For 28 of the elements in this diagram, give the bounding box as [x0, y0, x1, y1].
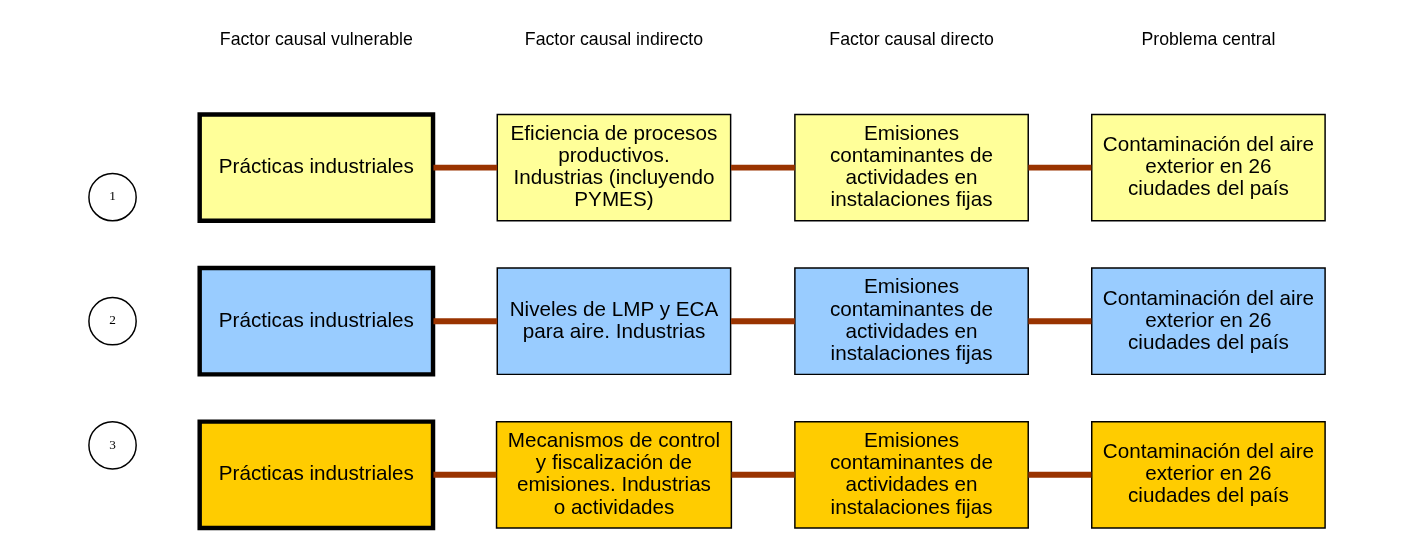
connector: [731, 471, 795, 478]
node-box: Emisiones contaminantes de actividades en instalaciones fijas: [794, 267, 1029, 376]
node-box: Prácticas industriales: [197, 265, 436, 377]
label: Factor causal indirecto: [524, 29, 704, 50]
connector: [731, 318, 795, 325]
node-box: Eficiencia de procesos productivos. Industrias (incluyendo PYMES): [496, 113, 732, 222]
node-box: Contaminación del aire exterior en 26 ciudades del país: [1091, 113, 1326, 222]
node-circle: 1: [88, 172, 137, 222]
connector: [433, 471, 497, 478]
label: Problema central: [1141, 29, 1276, 50]
node-circle: 2: [88, 296, 137, 346]
node-box: Mecanismos de control y fiscalización de emisiones. Industrias o actividades: [495, 420, 733, 529]
connector: [731, 164, 795, 171]
connector: [433, 318, 498, 325]
node-box: Emisiones contaminantes de actividades en instalaciones fijas: [794, 113, 1029, 222]
node-box: Contaminación del aire exterior en 26 ciudades del país: [1091, 267, 1326, 376]
connector: [433, 164, 498, 171]
node-box: Contaminación del aire exterior en 26 ciudades del país: [1091, 420, 1326, 529]
node-box: Niveles de LMP y ECA para aire. Industrias: [496, 267, 732, 376]
connector: [1028, 318, 1092, 325]
node-box: Emisiones contaminantes de actividades en instalaciones fijas: [794, 420, 1029, 529]
node-circle: 3: [88, 420, 137, 470]
node-box: Prácticas industriales: [197, 419, 436, 531]
label: Factor causal vulnerable: [219, 29, 413, 50]
node-box: Prácticas industriales: [197, 112, 436, 223]
label: Factor causal directo: [829, 29, 994, 50]
connector: [1028, 164, 1092, 171]
connector: [1028, 471, 1092, 478]
